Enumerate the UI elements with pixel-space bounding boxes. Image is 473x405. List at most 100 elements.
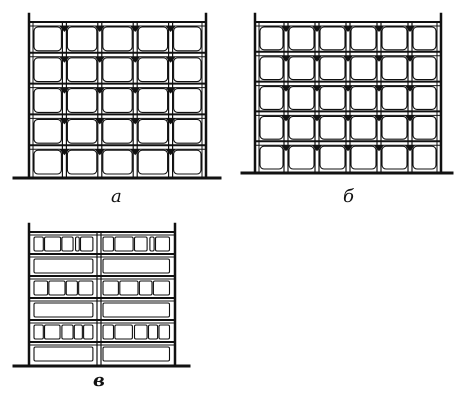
bay-b bbox=[381, 26, 408, 51]
masonry-block bbox=[102, 324, 115, 340]
bay-b bbox=[288, 86, 315, 110]
masonry-block bbox=[102, 302, 171, 318]
column-capital bbox=[374, 145, 384, 152]
bay-b bbox=[259, 145, 284, 170]
bay-a bbox=[66, 88, 98, 113]
column-capital bbox=[374, 26, 384, 32]
bay-a bbox=[173, 149, 202, 175]
bay-a bbox=[66, 118, 98, 144]
masonry-block bbox=[33, 258, 94, 274]
bay-b bbox=[350, 86, 377, 110]
column-capital bbox=[343, 85, 353, 92]
column-capital bbox=[94, 56, 105, 63]
column-capital bbox=[94, 87, 105, 94]
column-capital bbox=[59, 87, 70, 94]
masonry-block bbox=[33, 346, 94, 362]
masonry-block bbox=[33, 280, 49, 296]
masonry-block bbox=[33, 236, 44, 252]
masonry-block bbox=[79, 236, 94, 252]
column-capital bbox=[405, 115, 415, 122]
column-capital bbox=[59, 56, 70, 63]
column-capital bbox=[165, 56, 176, 63]
panel-a-label: а bbox=[111, 186, 122, 207]
column-capital bbox=[343, 145, 353, 152]
masonry-block bbox=[114, 324, 133, 340]
column-capital bbox=[312, 26, 322, 32]
column-capital bbox=[165, 26, 176, 32]
masonry-block bbox=[102, 346, 171, 362]
bay-a bbox=[102, 118, 133, 144]
masonry-block bbox=[133, 324, 148, 340]
column-capital bbox=[374, 115, 384, 122]
masonry-block bbox=[83, 324, 94, 340]
bay-a bbox=[66, 26, 98, 52]
bay-a bbox=[173, 26, 202, 52]
masonry-block bbox=[158, 324, 171, 340]
bay-b bbox=[259, 56, 284, 81]
panel-v-label: в bbox=[93, 370, 105, 391]
column-capital bbox=[94, 26, 105, 32]
bay-a bbox=[102, 26, 133, 52]
bay-b bbox=[412, 115, 437, 140]
masonry-block bbox=[119, 280, 139, 296]
bay-a bbox=[33, 149, 62, 175]
bay-a bbox=[173, 88, 202, 113]
column-capital bbox=[405, 55, 415, 62]
bay-a bbox=[173, 118, 202, 144]
masonry-block bbox=[102, 258, 171, 274]
column-capital bbox=[165, 149, 176, 156]
column-capital bbox=[165, 87, 176, 94]
bay-b bbox=[412, 86, 437, 110]
column-capital bbox=[59, 118, 70, 125]
masonry-block bbox=[133, 236, 148, 252]
column-capital bbox=[281, 26, 291, 32]
bay-a bbox=[33, 57, 62, 83]
bay-a bbox=[102, 88, 133, 113]
bay-b bbox=[350, 145, 377, 170]
bay-a bbox=[137, 149, 169, 175]
bay-b bbox=[412, 56, 437, 81]
masonry-block bbox=[154, 236, 171, 252]
bay-b bbox=[412, 145, 437, 170]
column-capital bbox=[281, 85, 291, 92]
bay-a bbox=[137, 88, 169, 113]
bay-b bbox=[288, 145, 315, 170]
bay-b bbox=[381, 145, 408, 170]
masonry-block bbox=[48, 280, 66, 296]
column-capital bbox=[281, 115, 291, 122]
bay-b bbox=[350, 115, 377, 140]
masonry-block bbox=[147, 324, 159, 340]
bay-a bbox=[102, 57, 133, 83]
bay-b bbox=[288, 56, 315, 81]
column-capital bbox=[405, 85, 415, 92]
bay-b bbox=[319, 56, 346, 81]
column-capital bbox=[343, 55, 353, 62]
bay-b bbox=[259, 86, 284, 110]
column-capital bbox=[312, 85, 322, 92]
bay-b bbox=[288, 26, 315, 51]
masonry-block bbox=[74, 236, 80, 252]
bay-a bbox=[33, 88, 62, 113]
column-capital bbox=[165, 118, 176, 125]
column-capital bbox=[59, 149, 70, 156]
bay-b bbox=[259, 115, 284, 140]
column-capital bbox=[59, 26, 70, 32]
bay-b bbox=[319, 145, 346, 170]
bay-a bbox=[66, 149, 98, 175]
column-capital bbox=[130, 87, 141, 94]
column-capital bbox=[130, 26, 141, 32]
bay-b bbox=[381, 56, 408, 81]
bay-b bbox=[350, 56, 377, 81]
bay-b bbox=[288, 115, 315, 140]
masonry-block bbox=[114, 236, 134, 252]
column-capital bbox=[405, 145, 415, 152]
column-capital bbox=[312, 115, 322, 122]
column-capital bbox=[281, 145, 291, 152]
panel-b-label: б bbox=[343, 186, 354, 207]
bay-b bbox=[319, 86, 346, 110]
column-capital bbox=[94, 118, 105, 125]
column-capital bbox=[374, 55, 384, 62]
bay-b bbox=[319, 115, 346, 140]
masonry-block bbox=[152, 280, 171, 296]
masonry-block bbox=[102, 236, 115, 252]
